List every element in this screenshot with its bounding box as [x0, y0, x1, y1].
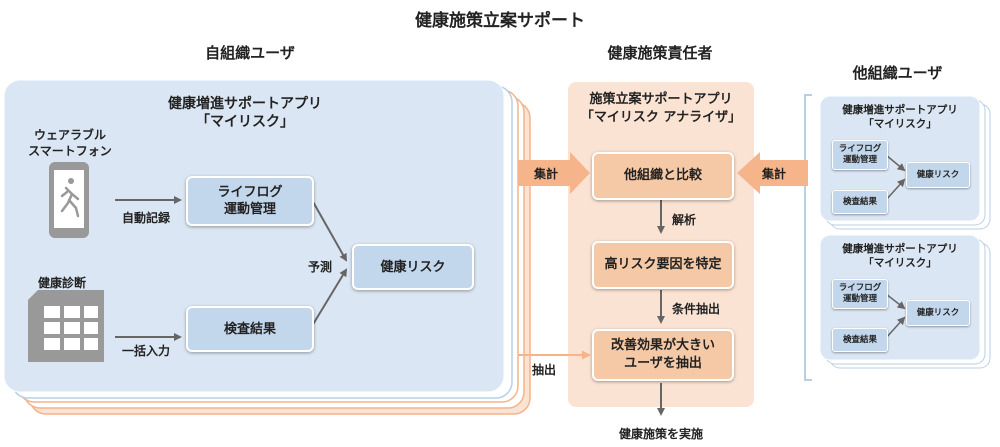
condition-extract-label: 条件抽出: [672, 302, 721, 316]
effect-line2: ユーザを抽出: [624, 356, 702, 371]
middle-app-name: 施策立案サポートアプリ: [589, 92, 733, 107]
analysis-label: 解析: [672, 213, 697, 227]
health-checkup-icon: [28, 290, 104, 362]
checkup-label: 健康診断: [38, 276, 87, 290]
effect-box: 改善効果が大きい ユーザを抽出: [592, 329, 734, 381]
high-risk-box: 高リスク要因を特定: [592, 241, 734, 289]
right2-lifelog-line2: 運動管理: [842, 294, 877, 304]
middle-app-subname: 「マイリスク アナライザ」: [580, 110, 742, 125]
compare-label: 他組織と比較: [623, 168, 702, 183]
right2-lifelog-box: ライフログ 運動管理: [832, 279, 888, 309]
right2-lifelog-line1: ライフログ: [838, 283, 882, 293]
right1-app-name: 健康増進サポートアプリ: [842, 104, 958, 116]
right2-app-name: 健康増進サポートアプリ: [842, 243, 958, 255]
device-label-line1: ウェアラブル: [33, 128, 106, 142]
device-label-line2: スマートフォン: [28, 144, 112, 158]
right1-risk-box: 健康リスク: [906, 162, 970, 188]
right-panel-1: [819, 95, 981, 222]
left-app-subname: 「マイリスク」: [196, 114, 294, 130]
right1-exam-box: 検査結果: [832, 190, 888, 214]
exam-result-box: 検査結果: [186, 306, 314, 352]
aggregate-right-arrow: [737, 152, 808, 194]
right-column-header: 他組織ユーザ: [852, 64, 943, 82]
aggregate-left-arrow: [518, 152, 590, 194]
auto-record-label: 自動記録: [122, 211, 171, 225]
lifelog-line2: 運動管理: [223, 202, 276, 217]
health-risk-box: 健康リスク: [352, 244, 474, 290]
left-column-header: 自組織ユーザ: [205, 44, 295, 62]
aggregate-left-label: 集計: [534, 167, 559, 181]
exam-result-label: 検査結果: [223, 321, 276, 337]
diagram-title: 健康施策立案サポート: [415, 11, 585, 31]
predict-label: 予測: [308, 260, 333, 274]
extract-label: 抽出: [532, 363, 557, 377]
health-risk-label: 健康リスク: [380, 259, 446, 275]
implement-label: 健康施策を実施: [618, 427, 703, 441]
right1-lifelog-line2: 運動管理: [842, 155, 877, 165]
right1-lifelog-line1: ライフログ: [838, 144, 882, 154]
left-app-name: 健康増進サポートアプリ: [168, 96, 322, 112]
left-panel: [3, 79, 505, 393]
lifelog-line1: ライフログ: [217, 185, 283, 200]
right1-lifelog-box: ライフログ 運動管理: [832, 140, 888, 170]
smartphone-icon: [49, 162, 89, 238]
lifelog-box: ライフログ 運動管理: [186, 176, 314, 226]
right1-app-subname: 「マイリスク」: [863, 118, 937, 130]
compare-box: 他組織と比較: [592, 152, 734, 200]
middle-column-header: 健康施策責任者: [607, 44, 713, 62]
right2-risk-label: 健康リスク: [916, 307, 960, 318]
right2-app-subname: 「マイリスク」: [863, 257, 937, 269]
effect-line1: 改善効果が大きい: [610, 338, 715, 353]
right1-risk-label: 健康リスク: [916, 169, 960, 180]
aggregate-right-label: 集計: [762, 167, 787, 181]
right2-risk-box: 健康リスク: [906, 300, 970, 326]
right1-exam-label: 検査結果: [842, 196, 877, 207]
right2-exam-box: 検査結果: [832, 328, 888, 352]
right2-exam-label: 検査結果: [842, 334, 877, 345]
high-risk-label: 高リスク要因を特定: [604, 257, 722, 272]
bulk-input-label: 一括入力: [122, 344, 171, 358]
